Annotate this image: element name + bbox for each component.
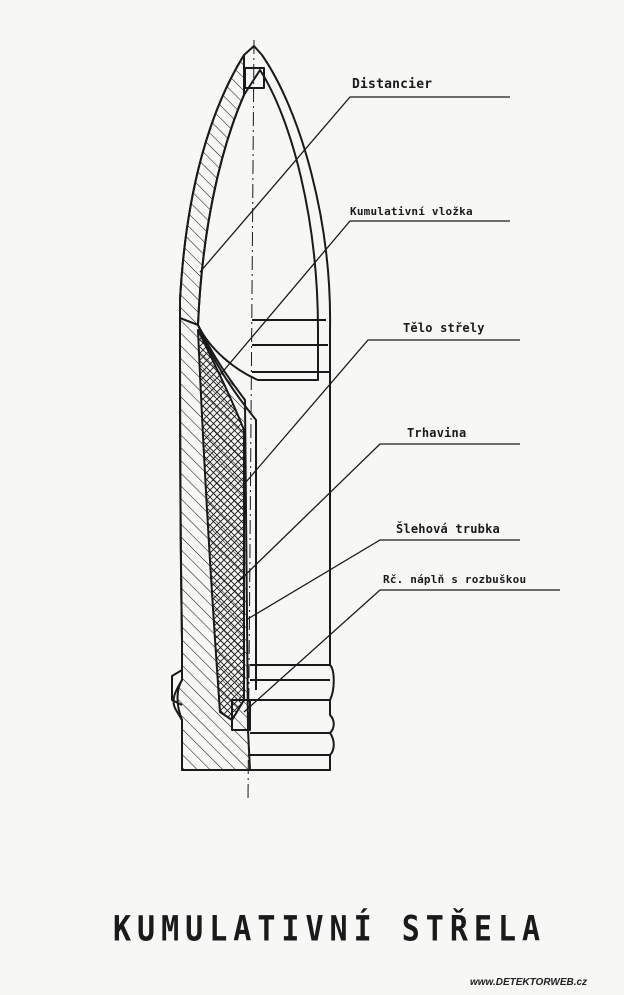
explosive-charge bbox=[197, 329, 245, 721]
label-trhavina: Trhavina bbox=[407, 426, 467, 440]
flash-tube bbox=[243, 420, 257, 700]
cone-liner bbox=[197, 324, 257, 660]
leader-distancier bbox=[199, 96, 510, 273]
side-lug bbox=[171, 669, 183, 706]
center-axis bbox=[247, 39, 255, 801]
label-kumulativni-vlozka: Kumulativní vložka bbox=[350, 205, 473, 218]
base-rings bbox=[250, 664, 330, 756]
leader-trhavina bbox=[237, 443, 520, 583]
watermark: www.DETEKTORWEB.cz bbox=[470, 977, 588, 988]
leader-telo bbox=[245, 339, 520, 483]
leader-rozn bbox=[243, 589, 560, 713]
leader-kumul bbox=[219, 220, 510, 376]
label-telo-strely: Tělo střely bbox=[403, 321, 485, 335]
label-distancier: Distancier bbox=[352, 77, 433, 92]
nose-band bbox=[252, 319, 330, 373]
fuze-tip bbox=[244, 67, 265, 89]
base-detonator bbox=[231, 699, 251, 731]
label-rozn-napln: Rč. náplň s rozbuškou bbox=[383, 573, 527, 586]
leader-sleh bbox=[245, 539, 520, 621]
label-slehova-trubka: Šlehová trubka bbox=[396, 522, 500, 536]
distancier-wall bbox=[179, 54, 245, 326]
diagram-title: KUMULATIVNÍ STŘELA bbox=[113, 909, 547, 950]
